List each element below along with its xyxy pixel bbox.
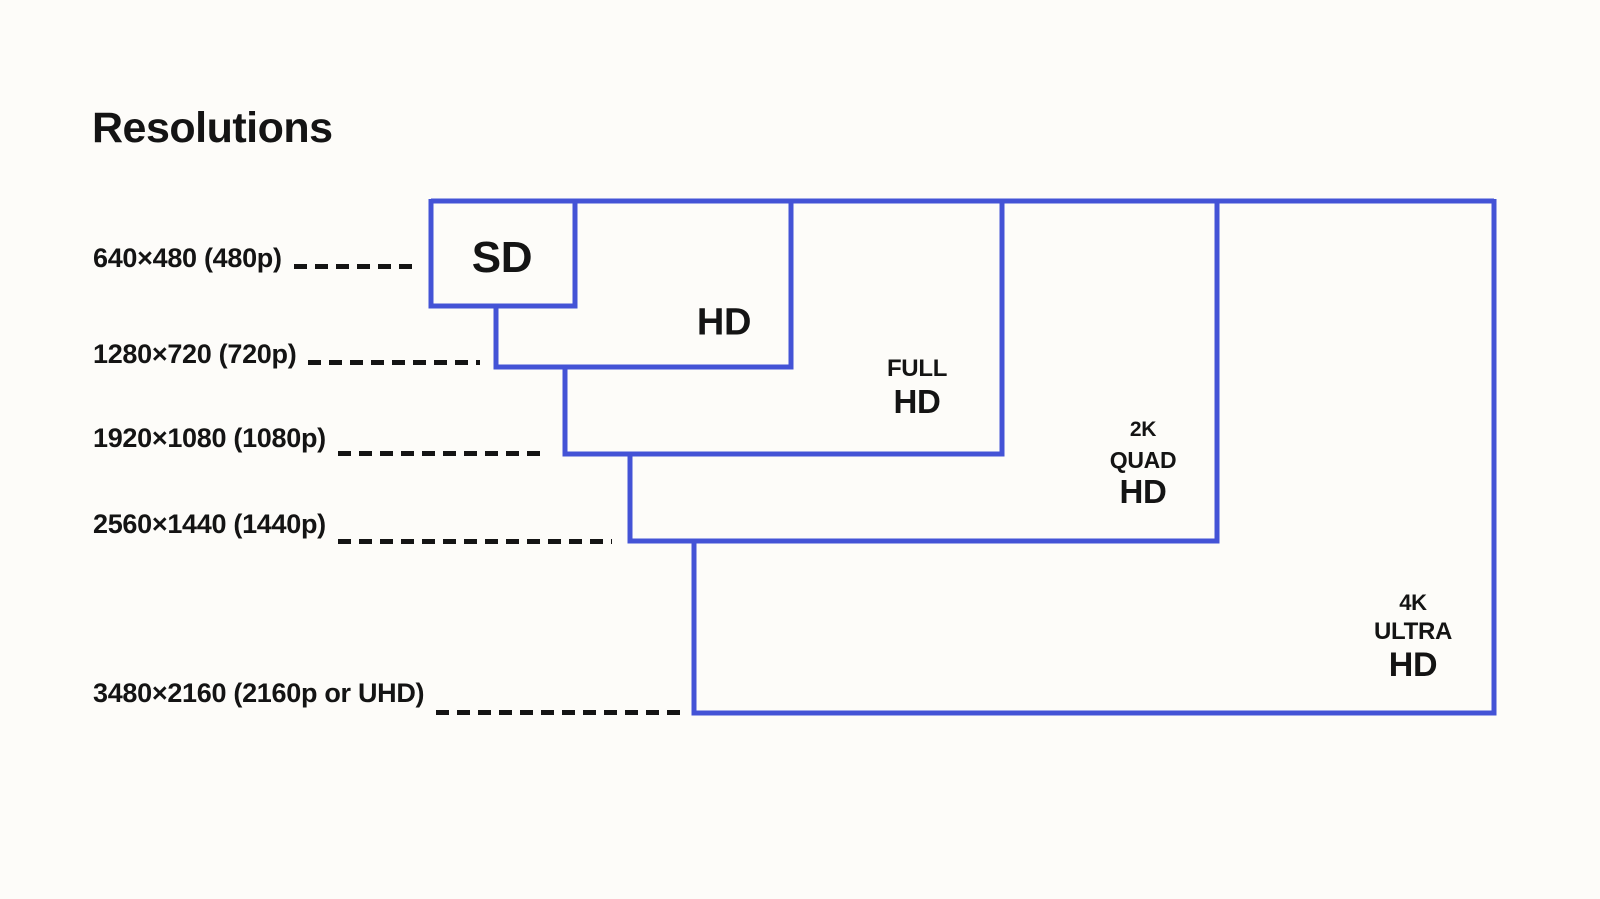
resolution-row-2160p: 3480×2160 (2160p or UHD) (93, 671, 680, 715)
hd-box-label: HD (696, 301, 752, 344)
sd-box-outline (428, 199, 578, 309)
resolution-label-2160p: 3480×2160 (2160p or UHD) (93, 678, 425, 708)
page-title: Resolutions (92, 104, 333, 152)
leader-line-720p (308, 360, 480, 365)
resolution-row-1080p: 1920×1080 (1080p) (93, 416, 548, 460)
full-hd-box-label: FULL HD (886, 355, 948, 420)
leader-line-1080p (337, 451, 548, 456)
resolution-label-1440p: 2560×1440 (1440p) (93, 509, 326, 539)
sd-box-label: SD (471, 233, 533, 282)
resolution-label-480p: 640×480 (480p) (93, 243, 282, 273)
quad-hd-box-outline (627, 199, 1220, 544)
ultra-hd-box-outline (691, 199, 1497, 716)
resolution-row-720p: 1280×720 (720p) (93, 332, 480, 376)
resolution-label-720p: 1280×720 (720p) (93, 339, 297, 369)
resolution-row-1440p: 2560×1440 (1440p) (93, 502, 612, 546)
full-hd-box-outline (562, 199, 1005, 457)
ultra-hd-box-label: 4K ULTRA HD (1373, 590, 1453, 684)
leader-line-2160p (436, 710, 680, 715)
resolution-row-480p: 640×480 (480p) (93, 236, 417, 280)
leader-line-480p (293, 264, 417, 269)
resolution-label-1080p: 1920×1080 (1080p) (93, 423, 326, 453)
hd-box-outline (493, 199, 794, 370)
leader-line-1440p (337, 539, 612, 544)
quad-hd-box-label: 2K QUAD HD (1109, 418, 1177, 510)
